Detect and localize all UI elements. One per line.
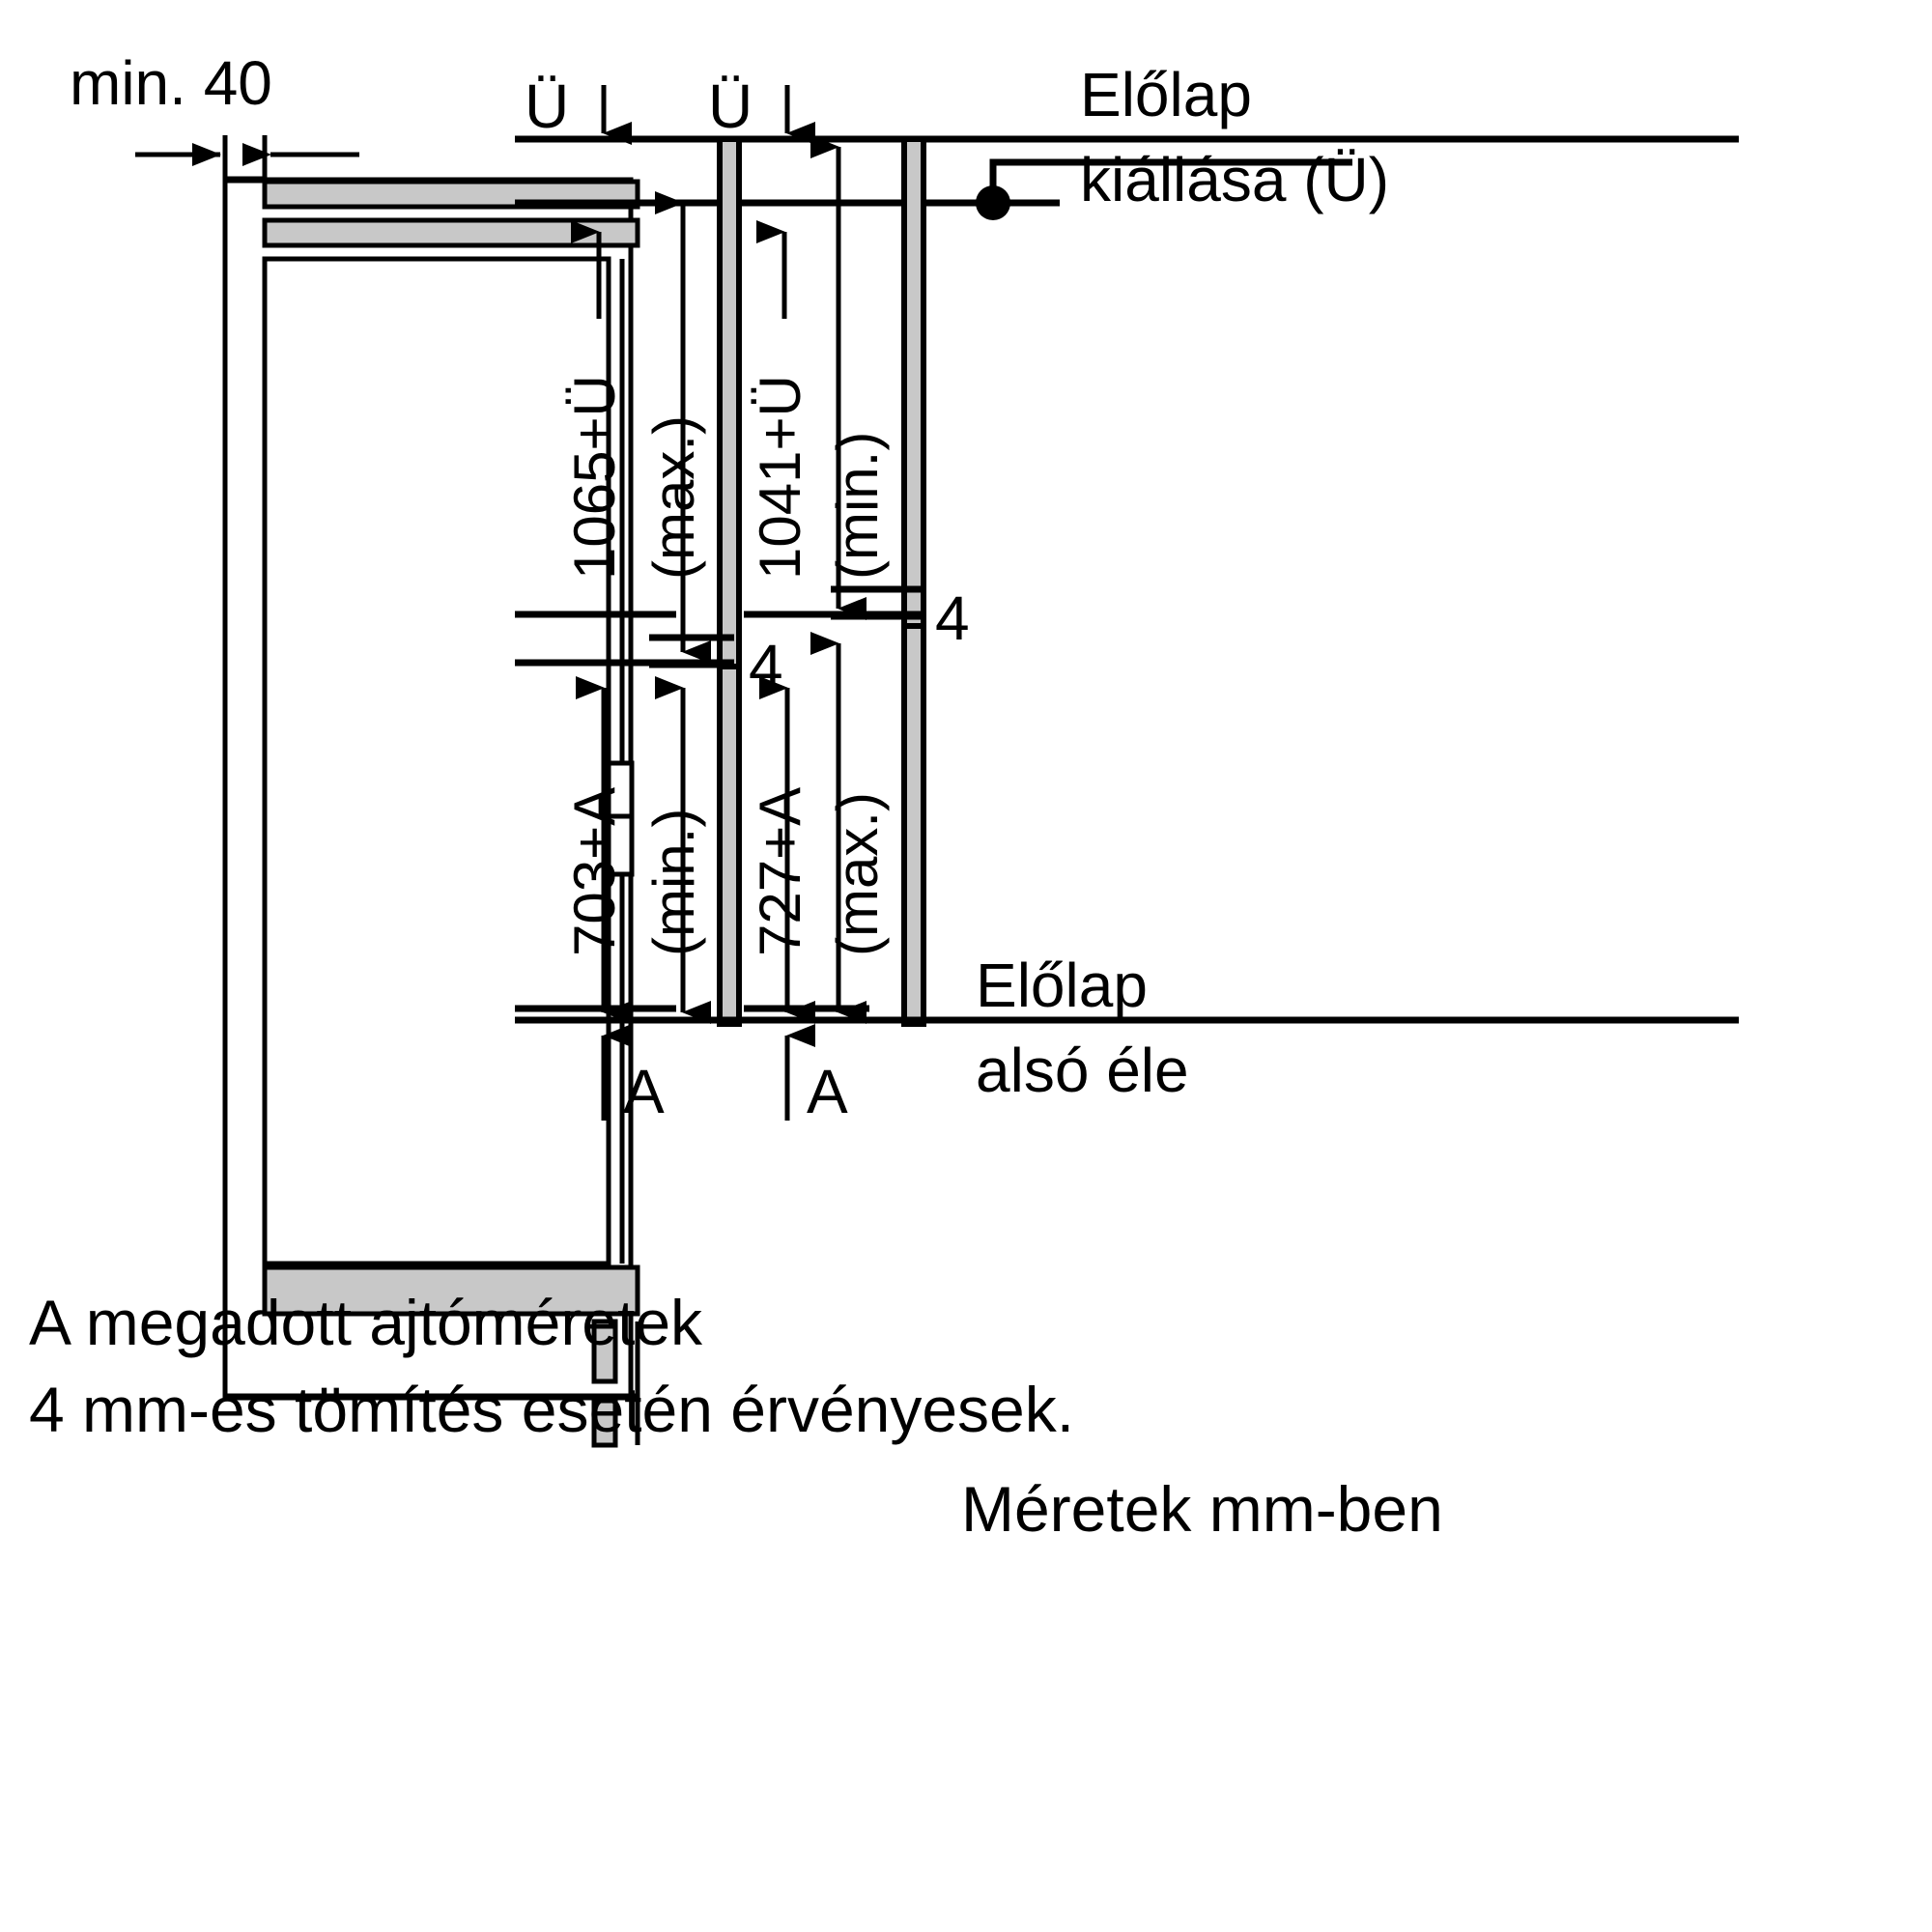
dim-1041-value: 1041+Ü xyxy=(748,375,812,580)
cabinet-foot-upper xyxy=(591,1319,618,1384)
cabinet-bottom-plinth xyxy=(262,1264,640,1317)
note-line1: A megadott ajtóméretek xyxy=(29,1287,703,1358)
gap4-right-label: 4 xyxy=(935,583,970,653)
overhang-label-line2: kiállása (Ü) xyxy=(1080,145,1389,214)
overhang-leader-dot xyxy=(976,185,1010,220)
cabinet-door-panel xyxy=(262,256,611,1266)
gap4-left-label: 4 xyxy=(749,632,783,701)
a-label-right: A xyxy=(807,1057,848,1126)
cabinet-foot-lower xyxy=(591,1398,618,1448)
dim-1041-qualifier: (min.) xyxy=(825,432,890,580)
door-slab-left-lower xyxy=(717,664,742,1027)
overhang-leader xyxy=(976,158,1352,220)
dim-703-value: 703+A xyxy=(562,787,627,956)
min40-label: min. 40 xyxy=(70,48,272,118)
overhang-label-line1: Előlap xyxy=(1080,60,1252,129)
dim-703-qualifier: (min.) xyxy=(641,809,706,956)
dim-1065-value: 1065+Ü xyxy=(562,375,627,580)
note-line2: 4 mm-es tömítés esetén érvényesek. xyxy=(29,1374,1074,1445)
a-label-left: A xyxy=(623,1057,665,1126)
cabinet-top-bar xyxy=(262,217,640,248)
bottom-edge-label-line1: Előlap xyxy=(976,951,1148,1020)
min40-dimension xyxy=(135,135,359,182)
dim-727-value: 727+A xyxy=(748,787,812,956)
dim-1065-qualifier: (max.) xyxy=(641,415,706,580)
units-label: Méretek mm-ben xyxy=(961,1473,1443,1545)
u-label-right: Ü xyxy=(708,71,753,141)
dim-727-qualifier: (max.) xyxy=(825,792,890,956)
bottom-edge-label-line2: alsó éle xyxy=(976,1036,1189,1105)
door-slab-right-lower xyxy=(901,623,926,1027)
u-label-left: Ü xyxy=(525,71,569,141)
